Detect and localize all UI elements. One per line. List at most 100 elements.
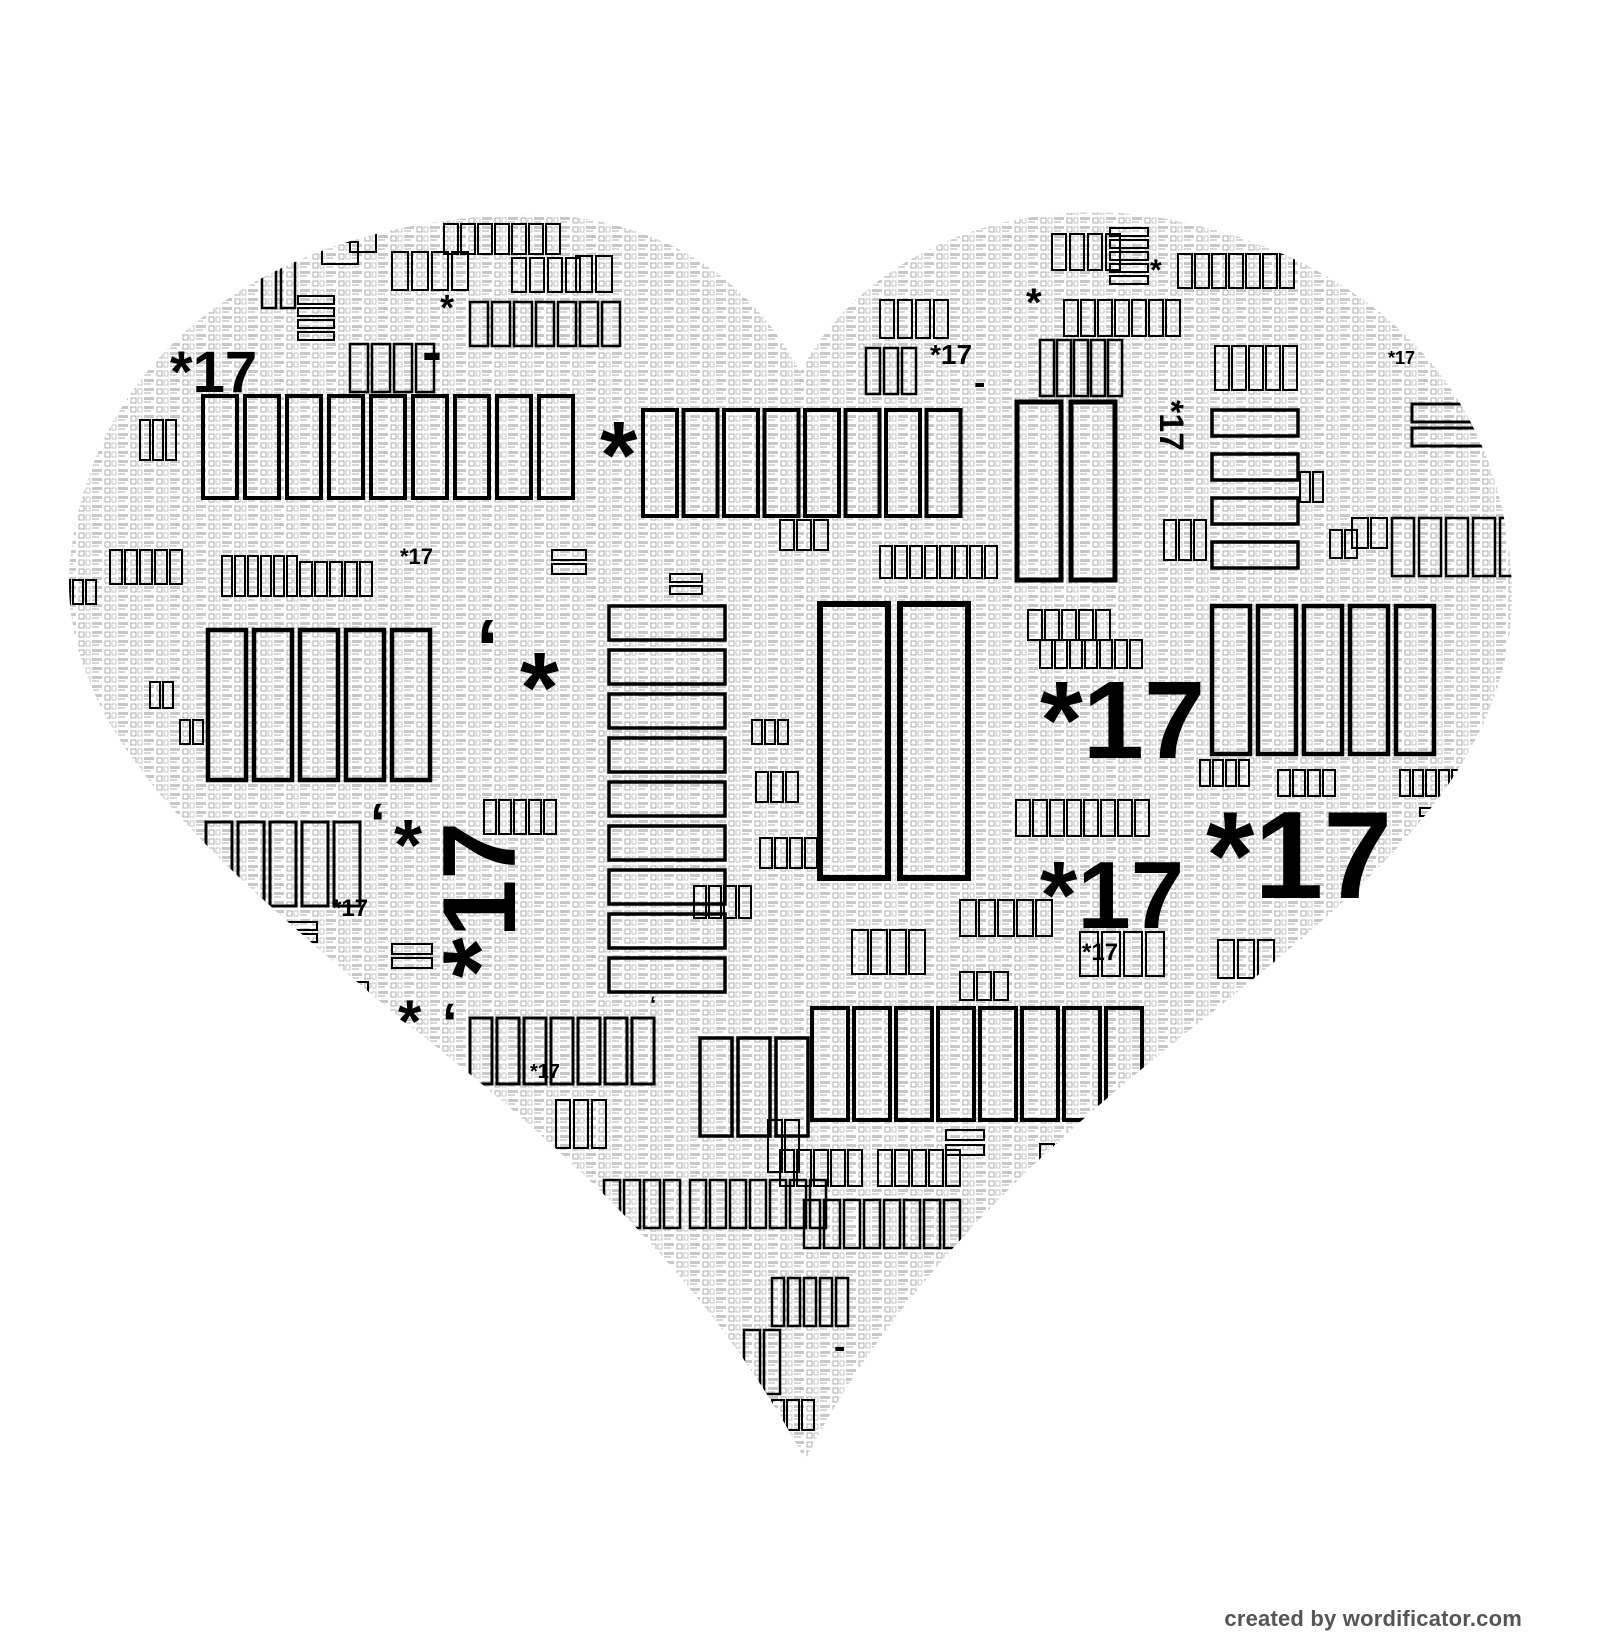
tofu-glyph [1299, 471, 1311, 503]
tofu-glyph [576, 1016, 602, 1086]
tofu-glyph [785, 771, 799, 803]
tofu-word [759, 837, 818, 869]
tofu-glyph [368, 1019, 382, 1049]
tofu-glyph [1225, 759, 1237, 787]
heart-word-cloud: *17*17*17*17*17*17*17*17*17*17*17*17*17*… [69, 212, 1543, 1460]
tofu-glyph [460, 223, 476, 255]
tofu-glyph [767, 1119, 783, 1173]
tofu-word [879, 299, 949, 339]
tofu-glyph [777, 719, 789, 745]
tofu-glyph [573, 1099, 589, 1149]
tofu-glyph [768, 1178, 788, 1230]
tofu-glyph [1217, 939, 1235, 979]
tofu-glyph [774, 837, 788, 869]
tofu-word [1520, 618, 1543, 650]
tofu-glyph [877, 1149, 893, 1187]
tofu-word [802, 1198, 962, 1250]
tofu-glyph [894, 545, 908, 579]
glyph-seventeen: *17 [332, 895, 368, 922]
tofu-glyph [152, 419, 164, 461]
tofu-word [1214, 345, 1298, 391]
tofu-glyph [1114, 639, 1128, 669]
tofu-glyph [243, 394, 281, 500]
tofu-word-layer [69, 223, 1543, 1431]
tofu-glyph [864, 346, 882, 396]
tofu-glyph [1106, 338, 1124, 398]
tofu-glyph [933, 299, 949, 339]
tofu-glyph [251, 627, 295, 783]
tofu-glyph [369, 394, 407, 500]
tofu-glyph [1069, 233, 1085, 271]
tofu-glyph [879, 545, 893, 579]
tofu-word [959, 899, 1053, 937]
tofu-word [221, 555, 298, 597]
tofu-glyph [688, 1178, 708, 1230]
tofu-glyph [297, 331, 335, 341]
tofu-glyph [1109, 251, 1149, 261]
tofu-word [443, 223, 561, 255]
tofu-glyph [915, 299, 931, 339]
tofu-glyph [411, 394, 449, 500]
tofu-glyph [1097, 299, 1113, 337]
tofu-glyph [247, 555, 259, 597]
tofu-word-small [851, 929, 926, 975]
tofu-glyph [1014, 399, 1064, 583]
tofu-glyph [1051, 233, 1067, 271]
tofu-glyph [389, 627, 433, 783]
tofu-glyph [818, 1276, 834, 1328]
tofu-glyph [547, 257, 563, 293]
tofu-glyph [391, 943, 433, 955]
tofu-glyph [551, 563, 587, 575]
tofu-glyph [1056, 1143, 1072, 1181]
tofu-word-large [1209, 603, 1437, 757]
tofu-word [1277, 769, 1336, 797]
tofu-glyph [1078, 609, 1094, 641]
tofu-glyph [897, 601, 971, 881]
tofu-glyph [411, 251, 429, 291]
tofu-glyph [762, 408, 801, 518]
tofu-glyph [879, 299, 895, 339]
tofu-glyph [234, 555, 246, 597]
tofu-glyph [370, 342, 392, 394]
tofu-word [1177, 253, 1295, 289]
tofu-glyph [607, 648, 727, 686]
tofu-glyph [490, 300, 512, 348]
tofu-glyph [801, 1399, 815, 1431]
tofu-word [348, 342, 436, 394]
tofu-glyph [494, 223, 510, 255]
glyph-quote: ‘ [650, 992, 656, 1017]
tofu-glyph [607, 604, 727, 642]
tofu-glyph [813, 1149, 829, 1187]
tofu-glyph [327, 394, 365, 500]
tofu-glyph [945, 1149, 961, 1187]
tofu-glyph [329, 561, 343, 597]
glyph-seventeen: *17 [400, 544, 433, 569]
tofu-glyph [477, 223, 493, 255]
tofu-word [109, 549, 183, 585]
tofu-glyph [681, 408, 720, 518]
glyph-seventeen: *17 [1040, 842, 1184, 949]
tofu-glyph [109, 549, 123, 585]
glyph-seventeen: *17 [1388, 348, 1415, 368]
glyph-star: * [600, 402, 638, 509]
tofu-glyph [297, 307, 335, 317]
tofu-glyph [924, 545, 938, 579]
tofu-word [468, 300, 622, 348]
tofu-glyph [884, 408, 922, 518]
tofu-glyph [1027, 609, 1043, 641]
tofu-glyph [1068, 399, 1118, 583]
tofu-glyph [1210, 540, 1300, 570]
tofu-word [1109, 227, 1149, 285]
tofu-glyph [1199, 759, 1211, 787]
tofu-glyph [512, 300, 534, 348]
tofu-glyph [1109, 227, 1149, 237]
tofu-word-vertical [1210, 408, 1300, 570]
tofu-glyph [1134, 799, 1150, 837]
tofu-glyph [1292, 769, 1306, 797]
tofu-glyph [528, 223, 544, 255]
tofu-glyph [1248, 345, 1264, 391]
tofu-glyph [1109, 275, 1149, 285]
tofu-word [179, 719, 204, 745]
tofu-glyph [414, 342, 436, 394]
tofu-glyph [1329, 529, 1343, 559]
